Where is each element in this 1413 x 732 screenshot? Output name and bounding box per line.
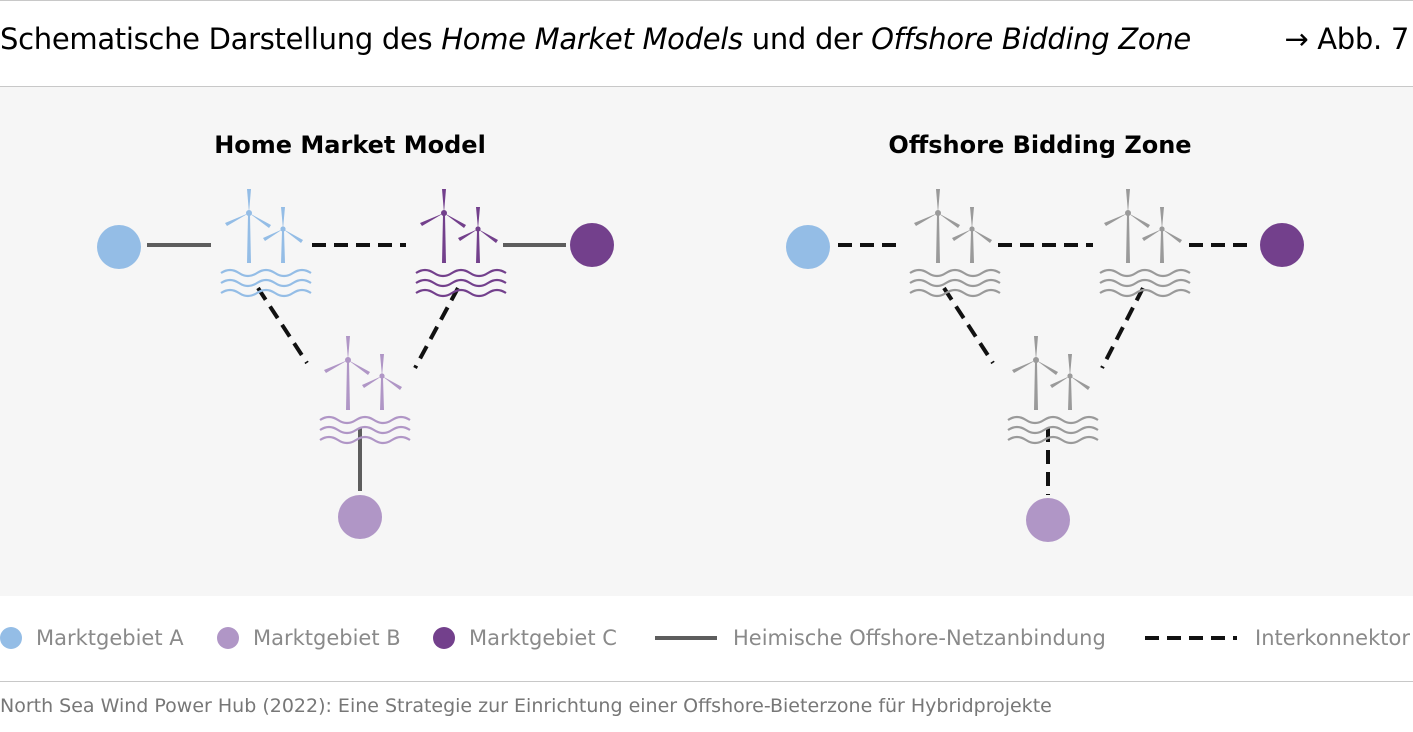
title-rule — [0, 86, 1413, 87]
wind-farm-right-icon — [1098, 187, 1192, 298]
market-area-c-node-right — [1260, 223, 1304, 267]
solid-line-swatch — [655, 636, 717, 640]
market-area-b-node — [338, 495, 382, 539]
wind-farm-bottom-icon — [1006, 334, 1100, 445]
legend-label-area-b: Marktgebiet B — [253, 626, 401, 650]
page-title: Schematische Darstellung des Home Market… — [0, 22, 1413, 66]
wind-farm-left-icon — [908, 187, 1002, 298]
offshore-bidding-zone-title: Offshore Bidding Zone — [888, 131, 1191, 159]
interconnector-hub-c-b — [413, 287, 460, 369]
figure-reference: → Abb. 7 — [1284, 22, 1409, 56]
legend-item-area-b: Marktgebiet B — [217, 620, 401, 656]
market-area-a-node-right — [786, 225, 830, 269]
top-rule — [0, 0, 1413, 1]
dashed-line-swatch — [1145, 636, 1237, 640]
area-a-swatch — [0, 627, 22, 649]
legend-item-home-connection: Heimische Offshore-Netzanbindung — [655, 620, 1106, 656]
legend-item-area-a: Marktgebiet A — [0, 620, 184, 656]
diagram-panel: Home Market Model Offshore Bidding Zone — [0, 87, 1413, 596]
interconnector-hub-a-b — [256, 286, 309, 365]
wind-farm-area-a-icon — [219, 187, 313, 298]
legend-label-area-c: Marktgebiet C — [469, 626, 617, 650]
legend-item-area-c: Marktgebiet C — [433, 620, 617, 656]
legend-label-interconnector: Interkonnektor — [1255, 626, 1410, 650]
legend-item-interconnector: Interkonnektor — [1145, 620, 1410, 656]
legend: Marktgebiet A Marktgebiet B Marktgebiet … — [0, 620, 1413, 656]
title-text: Schematische Darstellung des Home Market… — [0, 22, 1191, 56]
diagram-canvas: Home Market Model Offshore Bidding Zone — [97, 131, 1304, 542]
interconnector-hub-right-bottom — [1100, 287, 1145, 369]
interconnector-hub-left-bottom — [942, 286, 995, 365]
market-area-b-node-right — [1026, 498, 1070, 542]
legend-label-area-a: Marktgebiet A — [36, 626, 184, 650]
area-b-swatch — [217, 627, 239, 649]
market-area-c-node — [570, 223, 614, 267]
area-c-swatch — [433, 627, 455, 649]
wind-farm-area-b-icon — [318, 334, 412, 445]
legend-label-home-connection: Heimische Offshore-Netzanbindung — [733, 626, 1106, 650]
source-note: North Sea Wind Power Hub (2022): Eine St… — [0, 695, 1052, 717]
footer-rule — [0, 681, 1413, 682]
wind-farm-area-c-icon — [414, 187, 508, 298]
home-market-model-title: Home Market Model — [214, 131, 486, 159]
market-area-a-node — [97, 225, 141, 269]
